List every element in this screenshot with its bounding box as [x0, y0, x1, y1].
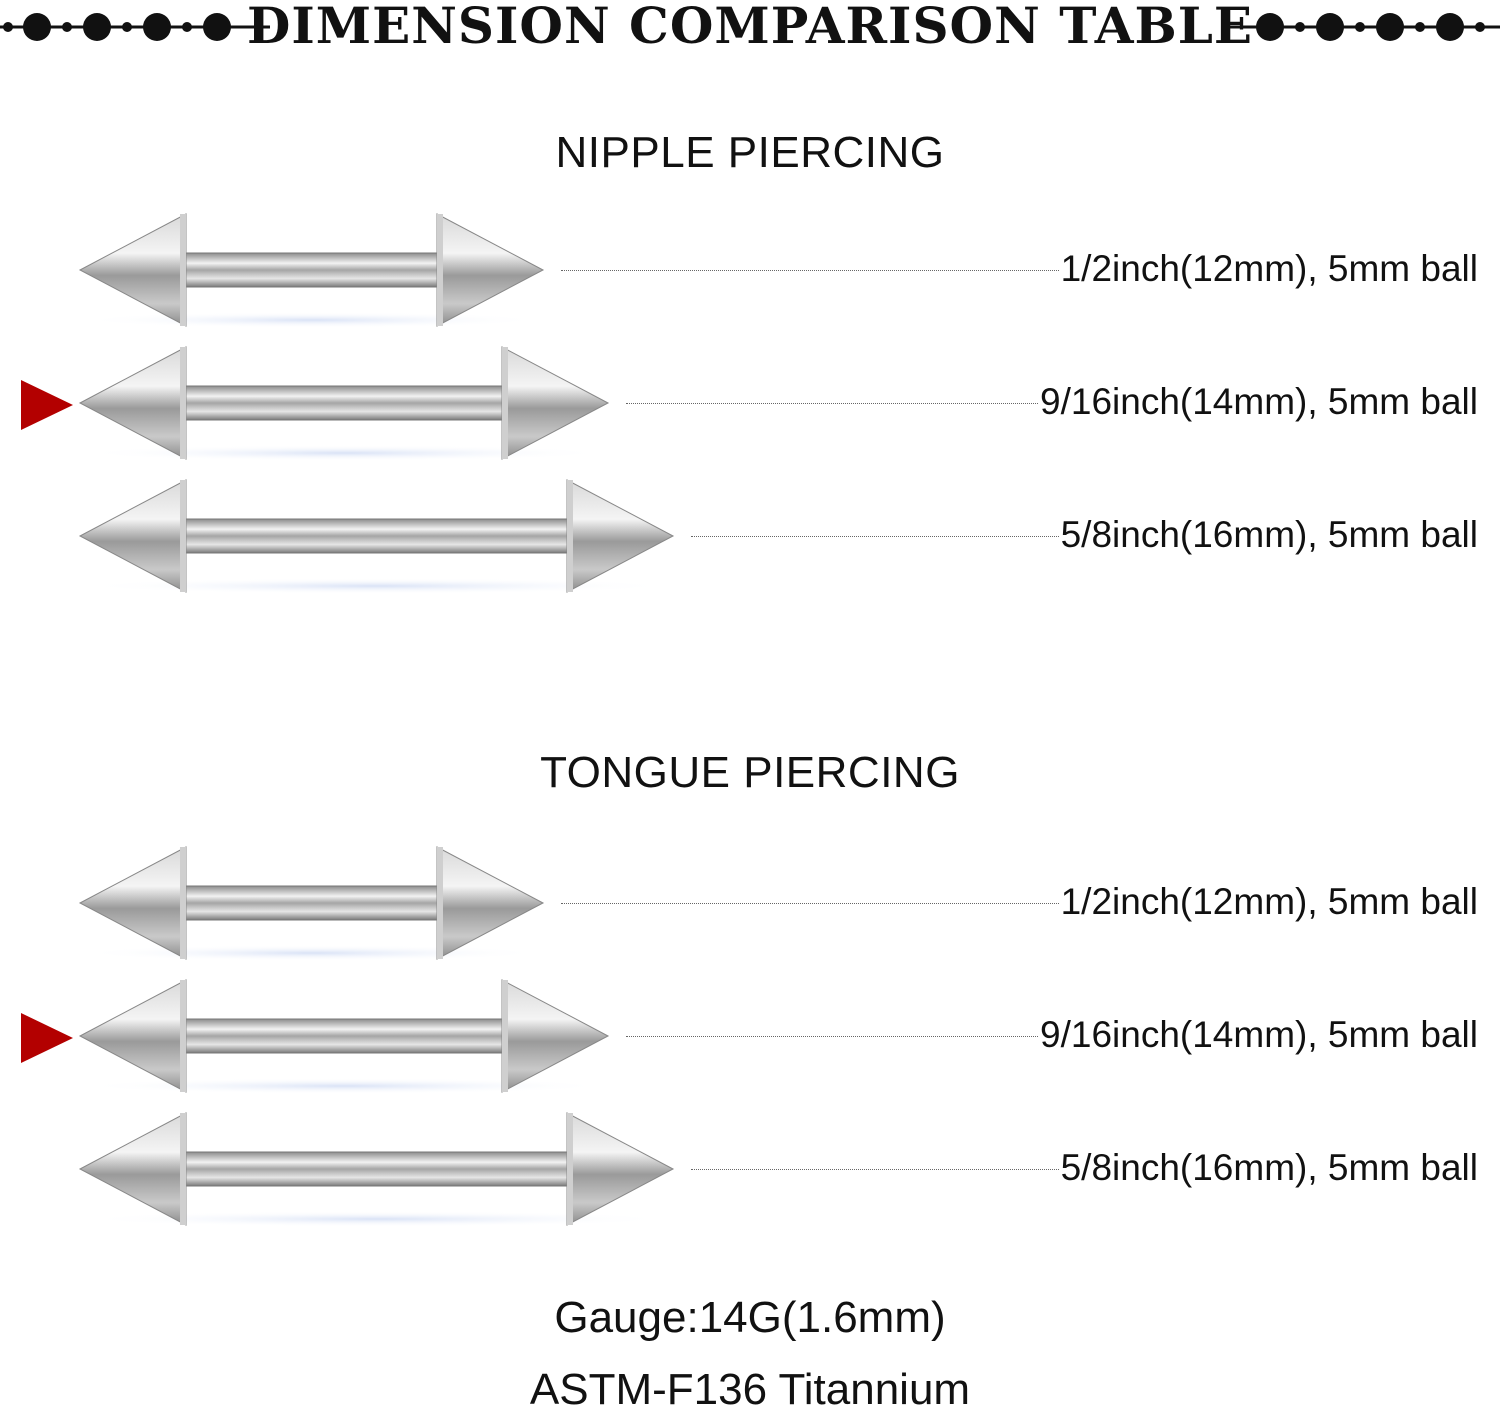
- section-title: TONGUE PIERCING: [540, 748, 960, 797]
- left-bead-decoration-icon: [0, 13, 270, 41]
- barbell-icon: [78, 1112, 675, 1227]
- barbell-icon: [78, 213, 545, 328]
- right-bead-decoration-icon: [1230, 13, 1500, 41]
- size-label: 9/16inch(14mm), 5mm ball: [1040, 1014, 1478, 1055]
- barbell-icon: [78, 479, 675, 594]
- size-row: 9/16inch(14mm), 5mm ball: [0, 978, 1500, 1098]
- material-text: ASTM-F136 Titannium: [529, 1365, 971, 1414]
- dotted-leader-line: [691, 1169, 1059, 1170]
- size-label: 5/8inch(16mm), 5mm ball: [1060, 1147, 1478, 1188]
- size-label: 9/16inch(14mm), 5mm ball: [1040, 381, 1478, 422]
- size-label: 1/2inch(12mm), 5mm ball: [1060, 248, 1478, 289]
- selected-marker-icon: [21, 1013, 73, 1063]
- dotted-leader-line: [561, 270, 1059, 271]
- size-row: 5/8inch(16mm), 5mm ball: [0, 478, 1500, 598]
- size-label: 5/8inch(16mm), 5mm ball: [1060, 514, 1478, 555]
- barbell-icon: [78, 846, 545, 961]
- size-row: 5/8inch(16mm), 5mm ball: [0, 1111, 1500, 1231]
- dotted-leader-line: [691, 536, 1059, 537]
- header-banner: DIMENSION COMPARISON TABLE: [0, 0, 1500, 56]
- page-title: DIMENSION COMPARISON TABLE: [246, 0, 1254, 55]
- dotted-leader-line: [561, 903, 1059, 904]
- section-title: NIPPLE PIERCING: [555, 128, 945, 177]
- size-row: 1/2inch(12mm), 5mm ball: [0, 212, 1500, 332]
- barbell-icon: [78, 346, 610, 461]
- dotted-leader-line: [626, 403, 1038, 404]
- size-label: 1/2inch(12mm), 5mm ball: [1060, 881, 1478, 922]
- dotted-leader-line: [626, 1036, 1038, 1037]
- barbell-icon: [78, 979, 610, 1094]
- gauge-text: Gauge:14G(1.6mm): [554, 1293, 946, 1342]
- size-row: 9/16inch(14mm), 5mm ball: [0, 345, 1500, 465]
- selected-marker-icon: [21, 380, 73, 430]
- size-row: 1/2inch(12mm), 5mm ball: [0, 845, 1500, 965]
